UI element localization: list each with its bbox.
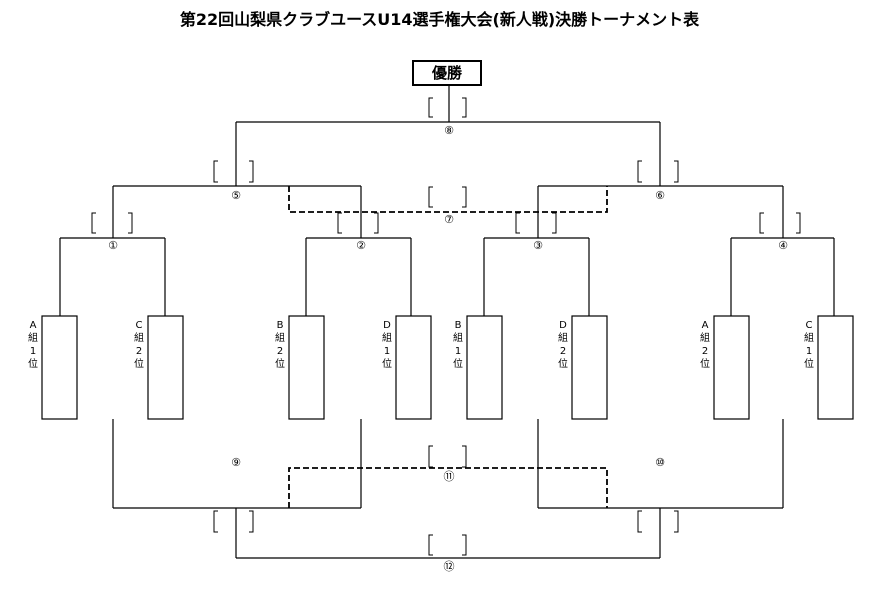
score-bracket xyxy=(374,212,379,234)
match-number-label: ⑪ xyxy=(444,470,455,483)
score-bracket xyxy=(213,160,218,183)
score-bracket xyxy=(249,160,254,183)
score-bracket xyxy=(91,212,96,234)
score-bracket xyxy=(515,212,520,234)
match-number-label: ⑤ xyxy=(231,189,241,202)
match-number-label: ⑦ xyxy=(444,213,454,226)
score-bracket xyxy=(637,160,642,183)
match-number-label: ③ xyxy=(533,239,543,252)
score-bracket xyxy=(462,534,467,556)
team-slot-box xyxy=(466,315,503,420)
match-number-label: ① xyxy=(108,239,118,252)
match-number-label: ④ xyxy=(778,239,788,252)
score-bracket xyxy=(462,445,467,468)
team-slot-box xyxy=(713,315,750,420)
score-bracket xyxy=(213,510,218,533)
score-bracket xyxy=(674,510,679,533)
match-number-label: ② xyxy=(356,239,366,252)
score-bracket xyxy=(552,212,557,234)
champion-box: 優勝 xyxy=(412,60,482,86)
team-slot-box xyxy=(288,315,325,420)
score-bracket xyxy=(428,534,433,556)
team-slot-box xyxy=(41,315,78,420)
match-number-label: ⑨ xyxy=(231,456,241,469)
score-bracket xyxy=(428,97,433,118)
dashed-bracket-line xyxy=(288,186,608,213)
team-slot-box xyxy=(395,315,432,420)
match-number-label: ⑫ xyxy=(444,560,455,573)
score-bracket xyxy=(249,510,254,533)
score-bracket xyxy=(637,510,642,533)
score-bracket xyxy=(128,212,133,234)
score-bracket xyxy=(428,445,433,468)
match-number-label: ⑧ xyxy=(444,124,454,137)
team-slot-box xyxy=(571,315,608,420)
score-bracket xyxy=(462,186,467,208)
score-bracket xyxy=(462,97,467,118)
page-title: 第22回山梨県クラブユースU14選手権大会(新人戦)決勝トーナメント表 xyxy=(179,10,700,29)
score-bracket xyxy=(428,186,433,208)
team-slot-box xyxy=(817,315,854,420)
score-bracket xyxy=(759,212,764,234)
score-bracket xyxy=(337,212,342,234)
dashed-bracket-line xyxy=(288,467,608,508)
match-number-label: ⑥ xyxy=(655,189,665,202)
score-bracket xyxy=(674,160,679,183)
team-slot-box xyxy=(147,315,184,420)
match-number-label: ⑩ xyxy=(655,456,665,469)
score-bracket xyxy=(796,212,801,234)
